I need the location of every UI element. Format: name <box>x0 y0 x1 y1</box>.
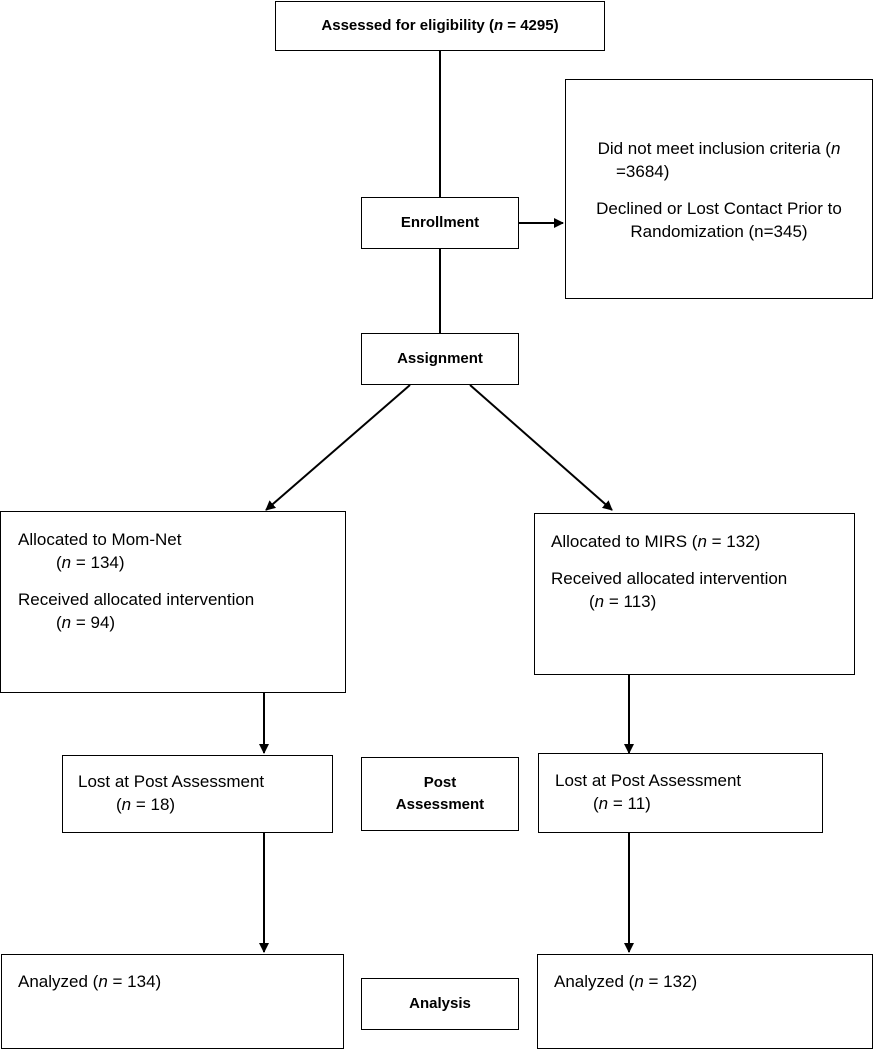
analysis-box: Analysis <box>361 978 519 1030</box>
eligibility-text: Assessed for eligibility (n = 4295) <box>321 17 559 34</box>
right-lost-box: Lost at Post Assessment (n = 11) <box>538 753 823 833</box>
left-received-count: (n = 94) <box>56 613 116 632</box>
declined-text: Declined or Lost Contact Prior to <box>596 199 842 218</box>
right-lost-label: Lost at Post Assessment <box>555 771 742 790</box>
right-analyzed-label: Analyzed (n = 132) <box>554 972 698 991</box>
right-allocation-box: Allocated to MIRS (n = 132) Received all… <box>534 513 855 675</box>
left-analyzed-label: Analyzed (n = 134) <box>18 972 162 991</box>
assignment-to-left-arrow <box>265 384 411 511</box>
right-allocated-label: Allocated to MIRS (n = 132) <box>551 532 761 551</box>
left-lost-label: Lost at Post Assessment <box>78 772 265 791</box>
right-analyzed-box: Analyzed (n = 132) <box>537 954 873 1049</box>
exclusion-criteria-text: Did not meet inclusion criteria (n <box>597 139 841 158</box>
enrollment-box: Enrollment <box>361 197 519 249</box>
exclusion-box: Did not meet inclusion criteria (n =3684… <box>565 79 873 299</box>
left-lost-count: (n = 18) <box>116 795 176 814</box>
exclusion-criteria-count: =3684) <box>616 162 670 181</box>
eligibility-box: Assessed for eligibility (n = 4295) <box>275 1 605 51</box>
left-received-label: Received allocated intervention <box>18 590 255 609</box>
post-assessment-box: Post Assessment <box>361 757 519 831</box>
right-received-label: Received allocated intervention <box>551 569 788 588</box>
right-lost-count: (n = 11) <box>593 794 651 813</box>
analysis-label: Analysis <box>409 995 471 1012</box>
left-allocated-label: Allocated to Mom-Net <box>18 530 182 549</box>
assignment-box: Assignment <box>361 333 519 385</box>
post-assessment-label: Post Assessment <box>395 774 485 813</box>
left-lost-box: Lost at Post Assessment (n = 18) <box>62 755 333 833</box>
left-allocated-count: (n = 134) <box>56 553 125 572</box>
left-analyzed-box: Analyzed (n = 134) <box>1 954 344 1049</box>
enrollment-label: Enrollment <box>400 214 480 231</box>
left-allocation-box: Allocated to Mom-Net (n = 134) Received … <box>0 511 346 693</box>
right-received-count: (n = 113) <box>589 592 657 611</box>
assignment-to-right-arrow <box>469 384 613 511</box>
declined-count: Randomization (n=345) <box>630 222 808 241</box>
assignment-label: Assignment <box>397 350 483 367</box>
